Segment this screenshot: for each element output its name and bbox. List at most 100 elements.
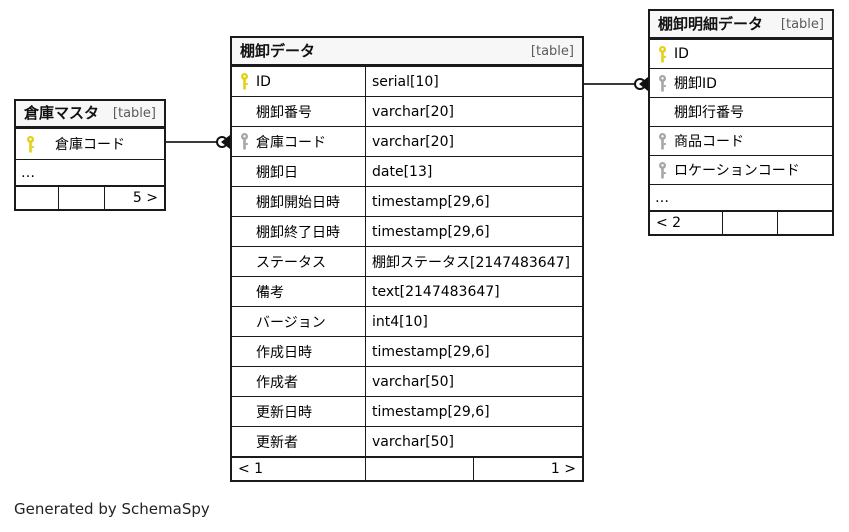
relation-stocktaking-to-detail [584, 77, 648, 91]
footer-cell-left[interactable] [16, 187, 58, 209]
column-type-cell: varchar[50] [365, 427, 582, 456]
column-name-cell: 作成者 [232, 367, 365, 396]
column-type-cell: timestamp[29,6] [365, 217, 582, 246]
column-label: 棚卸日 [256, 164, 298, 181]
column-row[interactable]: 作成者 varchar[50] [232, 366, 582, 396]
column-label: 更新日時 [256, 404, 312, 421]
column-row[interactable]: 棚卸日 date[13] [232, 156, 582, 186]
footer-cell-right-children-count[interactable]: 5 > [104, 187, 164, 209]
column-label: 備考 [256, 284, 284, 301]
column-row[interactable]: 備考 text[2147483647] [232, 276, 582, 306]
column-name-cell: 商品コード [650, 127, 832, 155]
column-name-cell: 棚卸行番号 [650, 98, 832, 126]
column-name-cell: ロケーションコード [650, 156, 832, 184]
no-key-spacer [656, 103, 668, 121]
more-columns-indicator: … [16, 159, 164, 185]
column-type-cell: varchar[50] [365, 367, 582, 396]
column-row[interactable]: 商品コード [650, 126, 832, 155]
column-row[interactable]: 作成日時 timestamp[29,6] [232, 336, 582, 366]
no-key-spacer [238, 373, 250, 391]
no-key-spacer [238, 193, 250, 211]
entity-footer: < 2 [650, 210, 832, 234]
entity-title: 倉庫マスタ [24, 104, 100, 122]
column-type-cell: int4[10] [365, 307, 582, 336]
no-key-spacer [238, 403, 250, 421]
footer-cell-right[interactable] [777, 212, 832, 234]
no-key-spacer [238, 163, 250, 181]
column-label: 更新者 [256, 434, 298, 451]
column-name-cell: 作成日時 [232, 337, 365, 366]
column-name-cell: バージョン [232, 307, 365, 336]
column-row[interactable]: 倉庫コード varchar[20] [232, 126, 582, 156]
column-type-cell: varchar[20] [365, 97, 582, 126]
entity-stocktaking-detail-data[interactable]: 棚卸明細データ [table] ID [648, 9, 834, 236]
column-row[interactable]: 棚卸開始日時 timestamp[29,6] [232, 186, 582, 216]
column-name-cell: 棚卸番号 [232, 97, 365, 126]
column-name-cell: 棚卸終了日時 [232, 217, 365, 246]
foreign-key-icon [238, 133, 250, 151]
footer-cell-center[interactable] [58, 187, 104, 209]
column-label: 商品コード [674, 134, 744, 150]
column-name-cell: 更新者 [232, 427, 365, 456]
entity-footer: 5 > [16, 185, 164, 209]
no-key-spacer [238, 343, 250, 361]
more-columns-indicator: … [650, 184, 832, 210]
column-name-cell: ID [650, 40, 832, 68]
column-label: 倉庫コード [256, 134, 326, 151]
column-label: 作成者 [256, 374, 298, 391]
footer-cell-center[interactable] [722, 212, 777, 234]
column-type-cell: timestamp[29,6] [365, 187, 582, 216]
column-label: ID [674, 46, 689, 62]
entity-header: 倉庫マスタ [table] [16, 101, 164, 128]
no-key-spacer [238, 223, 250, 241]
column-name-cell: 更新日時 [232, 397, 365, 426]
column-type-cell: timestamp[29,6] [365, 337, 582, 366]
no-key-spacer [238, 103, 250, 121]
column-type-cell: serial[10] [365, 67, 582, 96]
foreign-key-icon [656, 132, 668, 150]
column-label: ステータス [256, 254, 326, 271]
no-key-spacer [238, 283, 250, 301]
no-key-spacer [238, 313, 250, 331]
column-row[interactable]: 棚卸行番号 [650, 97, 832, 126]
column-label: 作成日時 [256, 344, 312, 361]
column-label: バージョン [256, 314, 326, 331]
column-row[interactable]: 棚卸終了日時 timestamp[29,6] [232, 216, 582, 246]
footer-cell-center[interactable] [365, 458, 473, 480]
column-label: 棚卸開始日時 [256, 194, 340, 211]
column-name-cell: 備考 [232, 277, 365, 306]
column-row[interactable]: バージョン int4[10] [232, 306, 582, 336]
entity-type-tag: [table] [112, 106, 156, 121]
footer-cell-left-parents-count[interactable]: < 1 [238, 461, 264, 477]
no-key-spacer [238, 253, 250, 271]
column-name-cell: 棚卸日 [232, 157, 365, 186]
column-row[interactable]: 棚卸ID [650, 68, 832, 97]
footer-cell-right-children-count[interactable]: 1 > [473, 458, 582, 480]
entity-warehouse-master[interactable]: 倉庫マスタ [table] 倉庫コード … 5 > [14, 99, 166, 211]
column-row[interactable]: ステータス 棚卸ステータス[2147483647] [232, 246, 582, 276]
foreign-key-icon [656, 161, 668, 179]
primary-key-icon [24, 135, 36, 153]
column-label: 棚卸終了日時 [256, 224, 340, 241]
column-row[interactable]: ID serial[10] [232, 66, 582, 96]
column-row[interactable]: 更新者 varchar[50] [232, 426, 582, 456]
column-row[interactable]: 棚卸番号 varchar[20] [232, 96, 582, 126]
column-row[interactable]: ID [650, 39, 832, 68]
relation-warehouse-to-stocktaking [166, 135, 230, 149]
column-row[interactable]: 更新日時 timestamp[29,6] [232, 396, 582, 426]
entity-title: 棚卸データ [240, 41, 316, 60]
entity-header: 棚卸データ [table] [232, 38, 582, 66]
entity-type-tag: [table] [780, 16, 824, 32]
foreign-key-icon [656, 74, 668, 92]
column-row[interactable]: 倉庫コード [16, 128, 164, 159]
entity-stocktaking-data[interactable]: 棚卸データ [table] ID serial[10] [230, 36, 584, 482]
column-name-cell: 倉庫コード [16, 129, 164, 159]
column-name-cell: 棚卸ID [650, 69, 832, 97]
column-label: 棚卸行番号 [674, 105, 744, 121]
column-row[interactable]: ロケーションコード [650, 155, 832, 184]
footer-cell-left-parents-count[interactable]: < 2 [656, 215, 682, 231]
column-name-cell: ID [232, 67, 365, 96]
column-label: 棚卸ID [674, 76, 717, 92]
column-type-cell: 棚卸ステータス[2147483647] [365, 247, 582, 276]
